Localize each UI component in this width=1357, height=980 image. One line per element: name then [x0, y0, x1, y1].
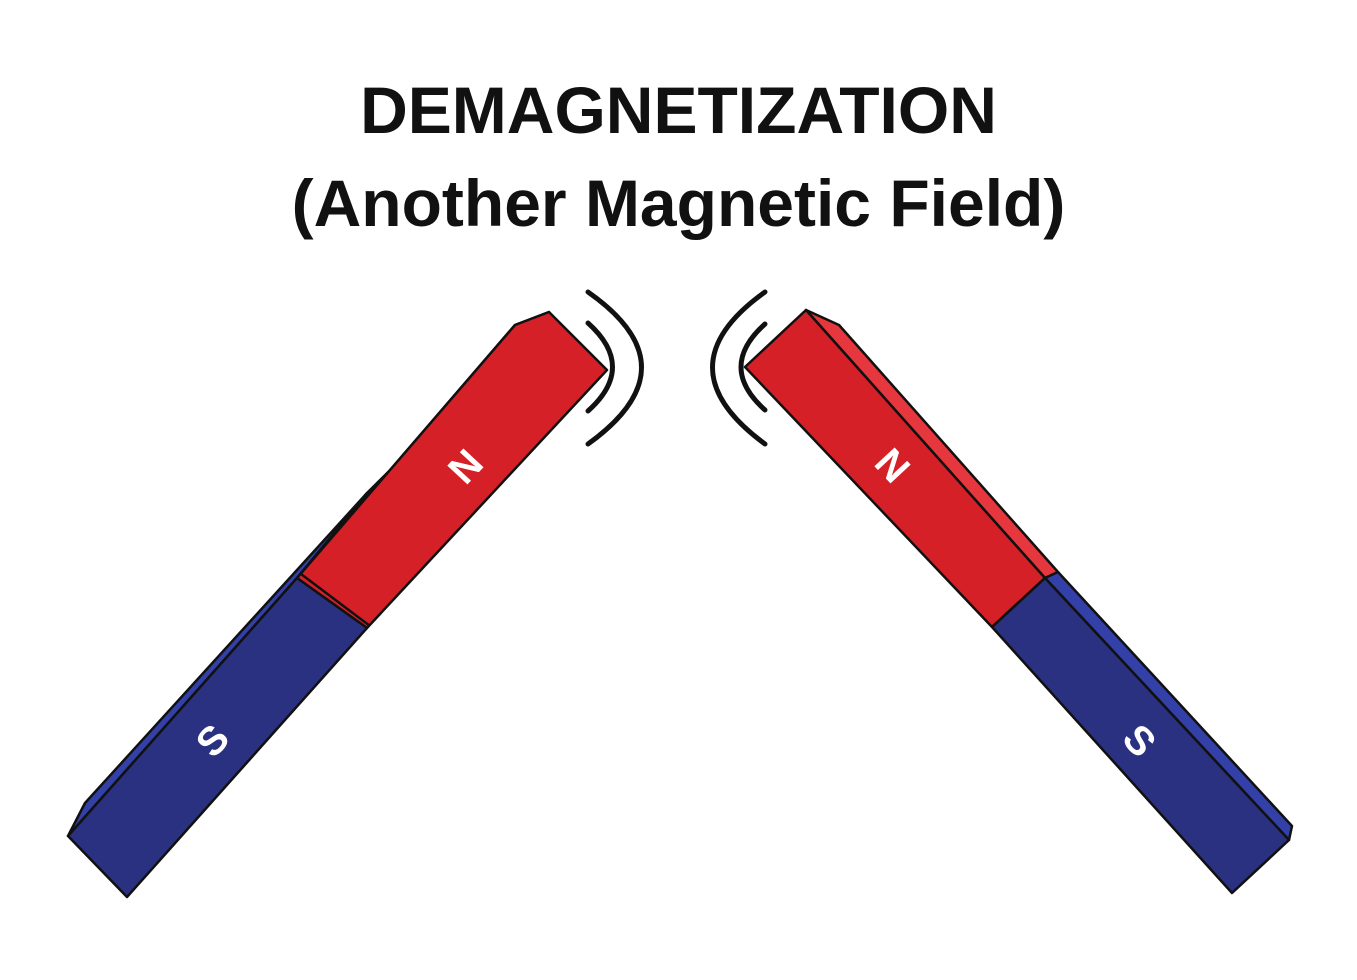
left-magnet: N S [68, 312, 607, 897]
right-magnet: N S [745, 310, 1292, 893]
